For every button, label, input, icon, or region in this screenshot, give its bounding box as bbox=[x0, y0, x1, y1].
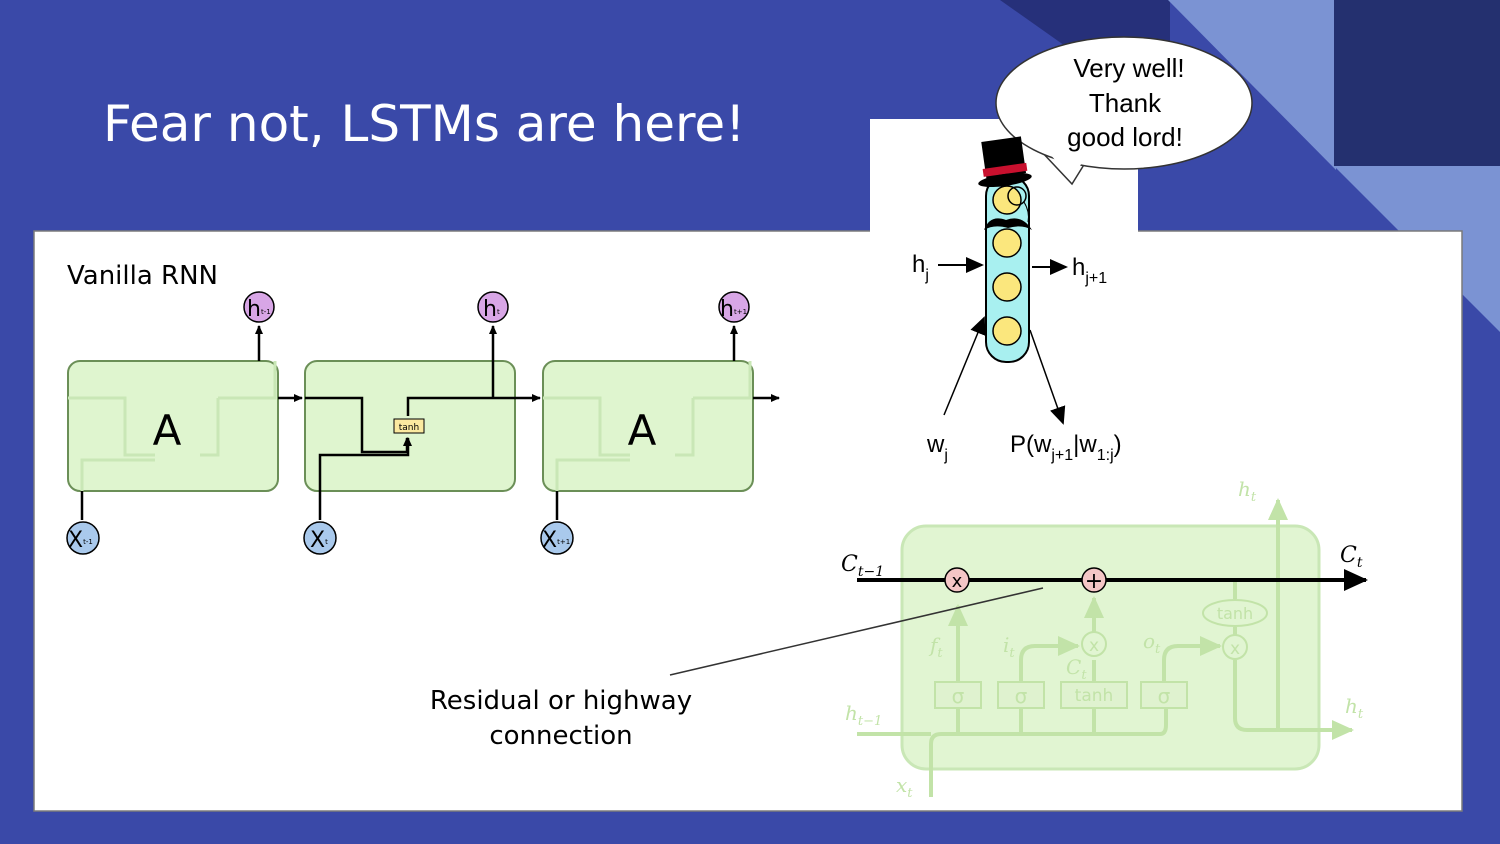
tanh-activation-label: tanh bbox=[399, 423, 419, 433]
input-node-text-3: Xt+1 bbox=[542, 528, 570, 553]
slide-title: Fear not, LSTMs are here! bbox=[103, 95, 745, 153]
output-tanh-node bbox=[1202, 599, 1268, 627]
candidate-multiply-symbol: x bbox=[1089, 636, 1099, 656]
output-multiply-symbol: x bbox=[1230, 639, 1240, 659]
hidden-node-3 bbox=[718, 291, 750, 323]
unit-circle-4 bbox=[992, 316, 1022, 346]
tanh-activation-box bbox=[393, 418, 425, 434]
candidate-multiply-node bbox=[1081, 631, 1107, 657]
lstm-x-in-label: xt bbox=[896, 773, 913, 801]
input-node-2 bbox=[303, 521, 337, 555]
add-symbol: + bbox=[1085, 569, 1103, 594]
input-gate-sigma: σ bbox=[1015, 684, 1028, 708]
forget-gate-sigma: σ bbox=[952, 684, 965, 708]
output-gate-box bbox=[1140, 681, 1188, 709]
hidden-node-text-2: ht bbox=[483, 297, 500, 322]
lm-h-out-label: hj+1 bbox=[1072, 254, 1107, 287]
cell-state-next-label: Ct bbox=[1340, 543, 1363, 571]
rnn-cell-label-3: A bbox=[628, 406, 657, 455]
rnn-cell-label-1: A bbox=[153, 406, 182, 455]
hidden-node-2 bbox=[477, 291, 509, 323]
forget-multiply-node bbox=[944, 567, 970, 593]
cell-state-prev-label: Ct−1 bbox=[841, 552, 884, 580]
speech-bubble bbox=[995, 36, 1253, 170]
candidate-box bbox=[1060, 681, 1128, 709]
add-node bbox=[1081, 567, 1107, 593]
output-tanh-label: tanh bbox=[1217, 604, 1253, 623]
monocle-icon bbox=[1007, 186, 1029, 223]
lstm-h-top-label: ht bbox=[1238, 477, 1257, 505]
input-gate-label: it bbox=[1003, 633, 1015, 661]
forget-multiply-symbol: x bbox=[952, 571, 963, 592]
output-gate-sigma: σ bbox=[1158, 684, 1171, 708]
input-gate-box bbox=[997, 681, 1045, 709]
lm-prob-label: P(wj+1|w1:j) bbox=[1010, 431, 1122, 464]
residual-annotation: Residual or highway connection bbox=[430, 587, 1044, 751]
lstm-diagram: σ σ tanh σ x x tanh ft it ot Ct ht ht−1 … bbox=[841, 477, 1368, 801]
input-node-text-2: Xt bbox=[310, 528, 328, 553]
hidden-node-text-1: ht-1 bbox=[247, 297, 271, 322]
lstm-h-next-label: ht bbox=[1345, 694, 1364, 722]
top-hat-icon bbox=[978, 136, 1032, 188]
input-node-text-1: Xt-1 bbox=[68, 528, 93, 553]
hidden-node-1 bbox=[243, 291, 275, 323]
speech-line-2: Thank bbox=[1089, 88, 1162, 118]
lm-h-in-label: hj bbox=[912, 251, 929, 284]
output-multiply-node bbox=[1222, 634, 1248, 660]
moustache-icon bbox=[984, 218, 1032, 230]
output-gate-label: ot bbox=[1143, 629, 1161, 657]
candidate-tanh: tanh bbox=[1075, 686, 1114, 706]
candidate-label: Ct bbox=[1066, 655, 1087, 683]
annotation-line-2: connection bbox=[489, 721, 632, 751]
vanilla-rnn-label: Vanilla RNN bbox=[67, 261, 218, 291]
unit-circle-3 bbox=[992, 272, 1022, 302]
unit-circle-1 bbox=[992, 185, 1022, 215]
vanilla-rnn-diagram: Vanilla RNN A A tanh ht-1 ht ht+1 bbox=[66, 261, 780, 555]
hidden-node-text-3: ht+1 bbox=[720, 297, 747, 322]
annotation-line-1: Residual or highway bbox=[430, 686, 692, 716]
forget-gate-box bbox=[934, 681, 982, 709]
lm-w-in-label: wj bbox=[926, 431, 948, 464]
input-node-1 bbox=[66, 521, 100, 555]
input-node-3 bbox=[540, 521, 574, 555]
language-model-cartoon: Very well! Thank good lord! hj hj+1 wj P… bbox=[912, 36, 1253, 464]
lstm-h-prev-label: ht−1 bbox=[845, 701, 882, 729]
speech-line-1: Very well! bbox=[1073, 53, 1184, 83]
unit-circle-2 bbox=[992, 228, 1022, 258]
speech-line-3: good lord! bbox=[1067, 122, 1183, 152]
